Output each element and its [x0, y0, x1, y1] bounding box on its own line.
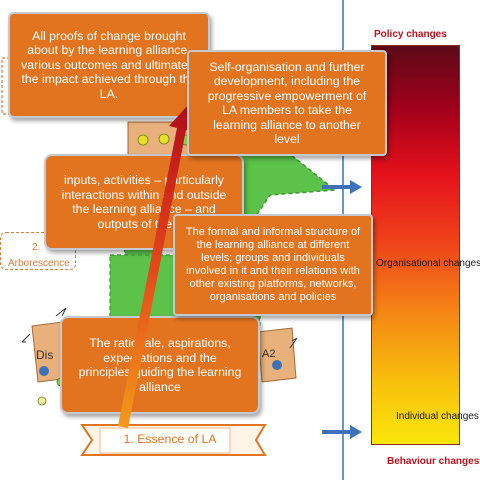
- root-arrow-3: [21, 333, 31, 343]
- arrow-to-bar-bottom-head: [350, 425, 362, 439]
- arrow-to-bar-top-head: [350, 180, 362, 194]
- essence-ribbon-inner: [99, 427, 231, 454]
- root-label-dis: Dis: [36, 348, 54, 362]
- arborescence-frame: [0, 232, 76, 270]
- callout-self-organisation-text: Self-organisation and further developmen…: [207, 59, 367, 147]
- callout-structure: The formal and informal structure of the…: [173, 214, 373, 316]
- bud-yellow-2: [158, 133, 170, 145]
- callout-self-organisation: Self-organisation and further developmen…: [187, 50, 387, 156]
- scale-label-behaviour: Behaviour changes: [387, 456, 480, 467]
- callout-structure-text: The formal and informal structure of the…: [185, 226, 361, 303]
- callout-rationale: The rationale, aspirations, expectations…: [60, 316, 260, 414]
- callout-outcomes: All proofs of change brought about by th…: [8, 12, 210, 118]
- arborescence-number: 2.: [32, 242, 41, 253]
- callout-rationale-text: The rationale, aspirations, expectations…: [78, 336, 242, 394]
- scale-label-organisational: Organisational changes: [376, 258, 480, 269]
- essence-label: 1. Essence of LA: [123, 432, 217, 446]
- root-dot-blue: [39, 366, 49, 376]
- scale-label-policy: Policy changes: [374, 29, 447, 40]
- scale-label-individual: Individual changes: [396, 411, 479, 422]
- root-arrow-2: [289, 337, 298, 349]
- callout-outcomes-text: All proofs of change brought about by th…: [21, 28, 197, 101]
- root-dot-yellow: [37, 396, 47, 406]
- arborescence-label: Arborescence: [8, 258, 70, 269]
- root-box-right: [257, 327, 297, 383]
- root-arrow-1: [55, 307, 67, 317]
- root-dot-right: [272, 360, 282, 370]
- bud-yellow-1: [137, 134, 149, 146]
- root-label-a2: A2: [262, 348, 276, 360]
